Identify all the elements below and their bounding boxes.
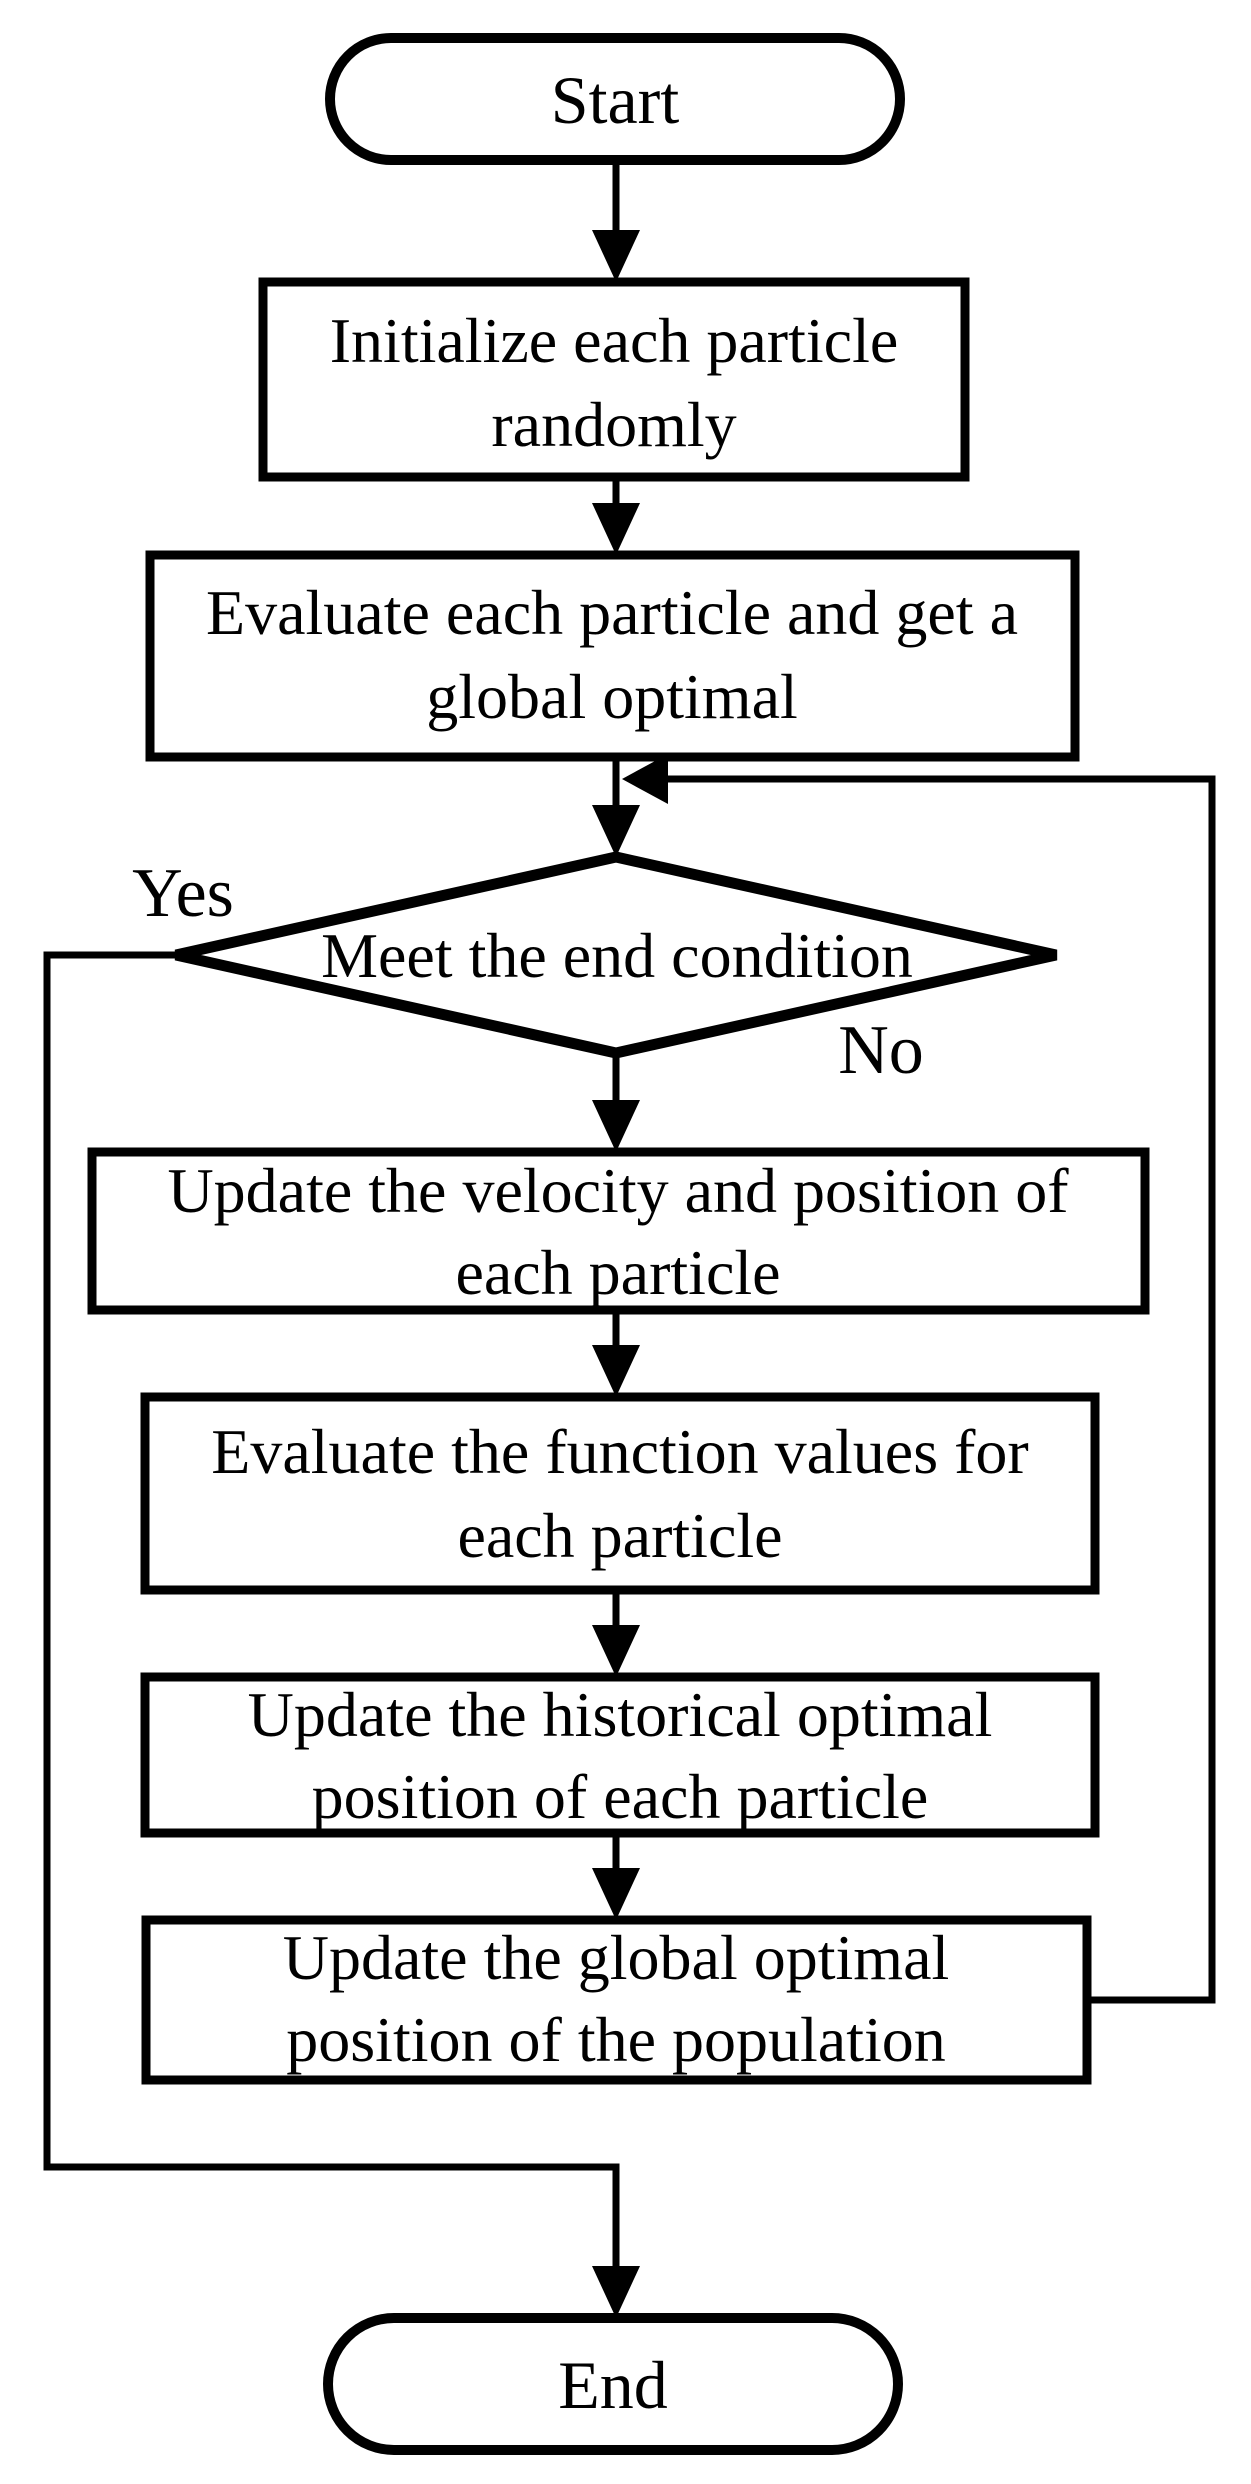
arrowhead-into-initialize <box>592 230 640 282</box>
node-update-historical: Update the historical optimal position o… <box>140 1672 1100 1838</box>
initialize-label-line1: Initialize each particle <box>330 305 899 376</box>
node-initialize: Initialize each particle randomly <box>258 277 970 482</box>
evaluate-initial-label-line2: global optimal <box>426 661 798 732</box>
yes-branch-label: Yes <box>132 855 234 932</box>
evaluate-initial-process-shape <box>145 550 1080 762</box>
arrowhead-loopback-into-junction <box>622 754 668 804</box>
update-velocity-label-line1: Update the velocity and position of <box>167 1155 1069 1226</box>
update-global-process-shape <box>141 1915 1092 2085</box>
end-terminator-shape <box>323 2313 903 2455</box>
start-label: Start <box>551 62 680 138</box>
update-historical-process-shape <box>140 1672 1100 1838</box>
evaluate-function-label-line2: each particle <box>457 1500 782 1571</box>
arrowheads <box>592 230 668 2318</box>
node-start: Start <box>325 33 905 165</box>
update-global-label-line1: Update the global optimal <box>283 1922 950 1993</box>
edge-decision-yes-to-end <box>43 951 620 2268</box>
no-branch-label: No <box>838 1012 924 1089</box>
node-end-condition: Meet the end condition <box>174 851 1058 1059</box>
arrowhead-into-velocity <box>592 1100 640 1152</box>
edge-loopback-global-to-junction <box>668 775 1216 2004</box>
node-evaluate-function: Evaluate the function values for each pa… <box>140 1392 1100 1595</box>
evaluate-function-label-line1: Evaluate the function values for <box>211 1416 1028 1487</box>
update-historical-label-line1: Update the historical optimal <box>248 1679 993 1750</box>
start-terminator-shape <box>325 33 905 165</box>
arrowhead-into-decision <box>592 805 640 857</box>
evaluate-function-process-shape <box>140 1392 1100 1595</box>
update-velocity-process-shape <box>87 1147 1150 1315</box>
arrowhead-into-historical <box>592 1625 640 1677</box>
arrowhead-into-end <box>592 2266 640 2318</box>
end-label: End <box>558 2347 668 2423</box>
node-update-global: Update the global optimal position of th… <box>141 1915 1092 2085</box>
node-update-velocity: Update the velocity and position of each… <box>87 1147 1150 1315</box>
end-condition-decision-shape <box>174 851 1058 1059</box>
update-velocity-label-line2: each particle <box>455 1237 780 1308</box>
initialize-label-line2: randomly <box>491 389 736 460</box>
arrowhead-into-evaluate <box>592 503 640 555</box>
node-evaluate-initial: Evaluate each particle and get a global … <box>145 550 1080 762</box>
initialize-process-shape <box>258 277 970 482</box>
update-historical-label-line2: position of each particle <box>312 1761 929 1832</box>
node-end: End <box>323 2313 903 2455</box>
update-global-label-line2: position of the population <box>286 2004 946 2075</box>
arrowhead-into-function <box>592 1345 640 1397</box>
evaluate-initial-label-line1: Evaluate each particle and get a <box>206 577 1018 648</box>
arrowhead-into-global <box>592 1868 640 1920</box>
end-condition-label: Meet the end condition <box>321 920 913 991</box>
edges <box>43 160 1216 2268</box>
